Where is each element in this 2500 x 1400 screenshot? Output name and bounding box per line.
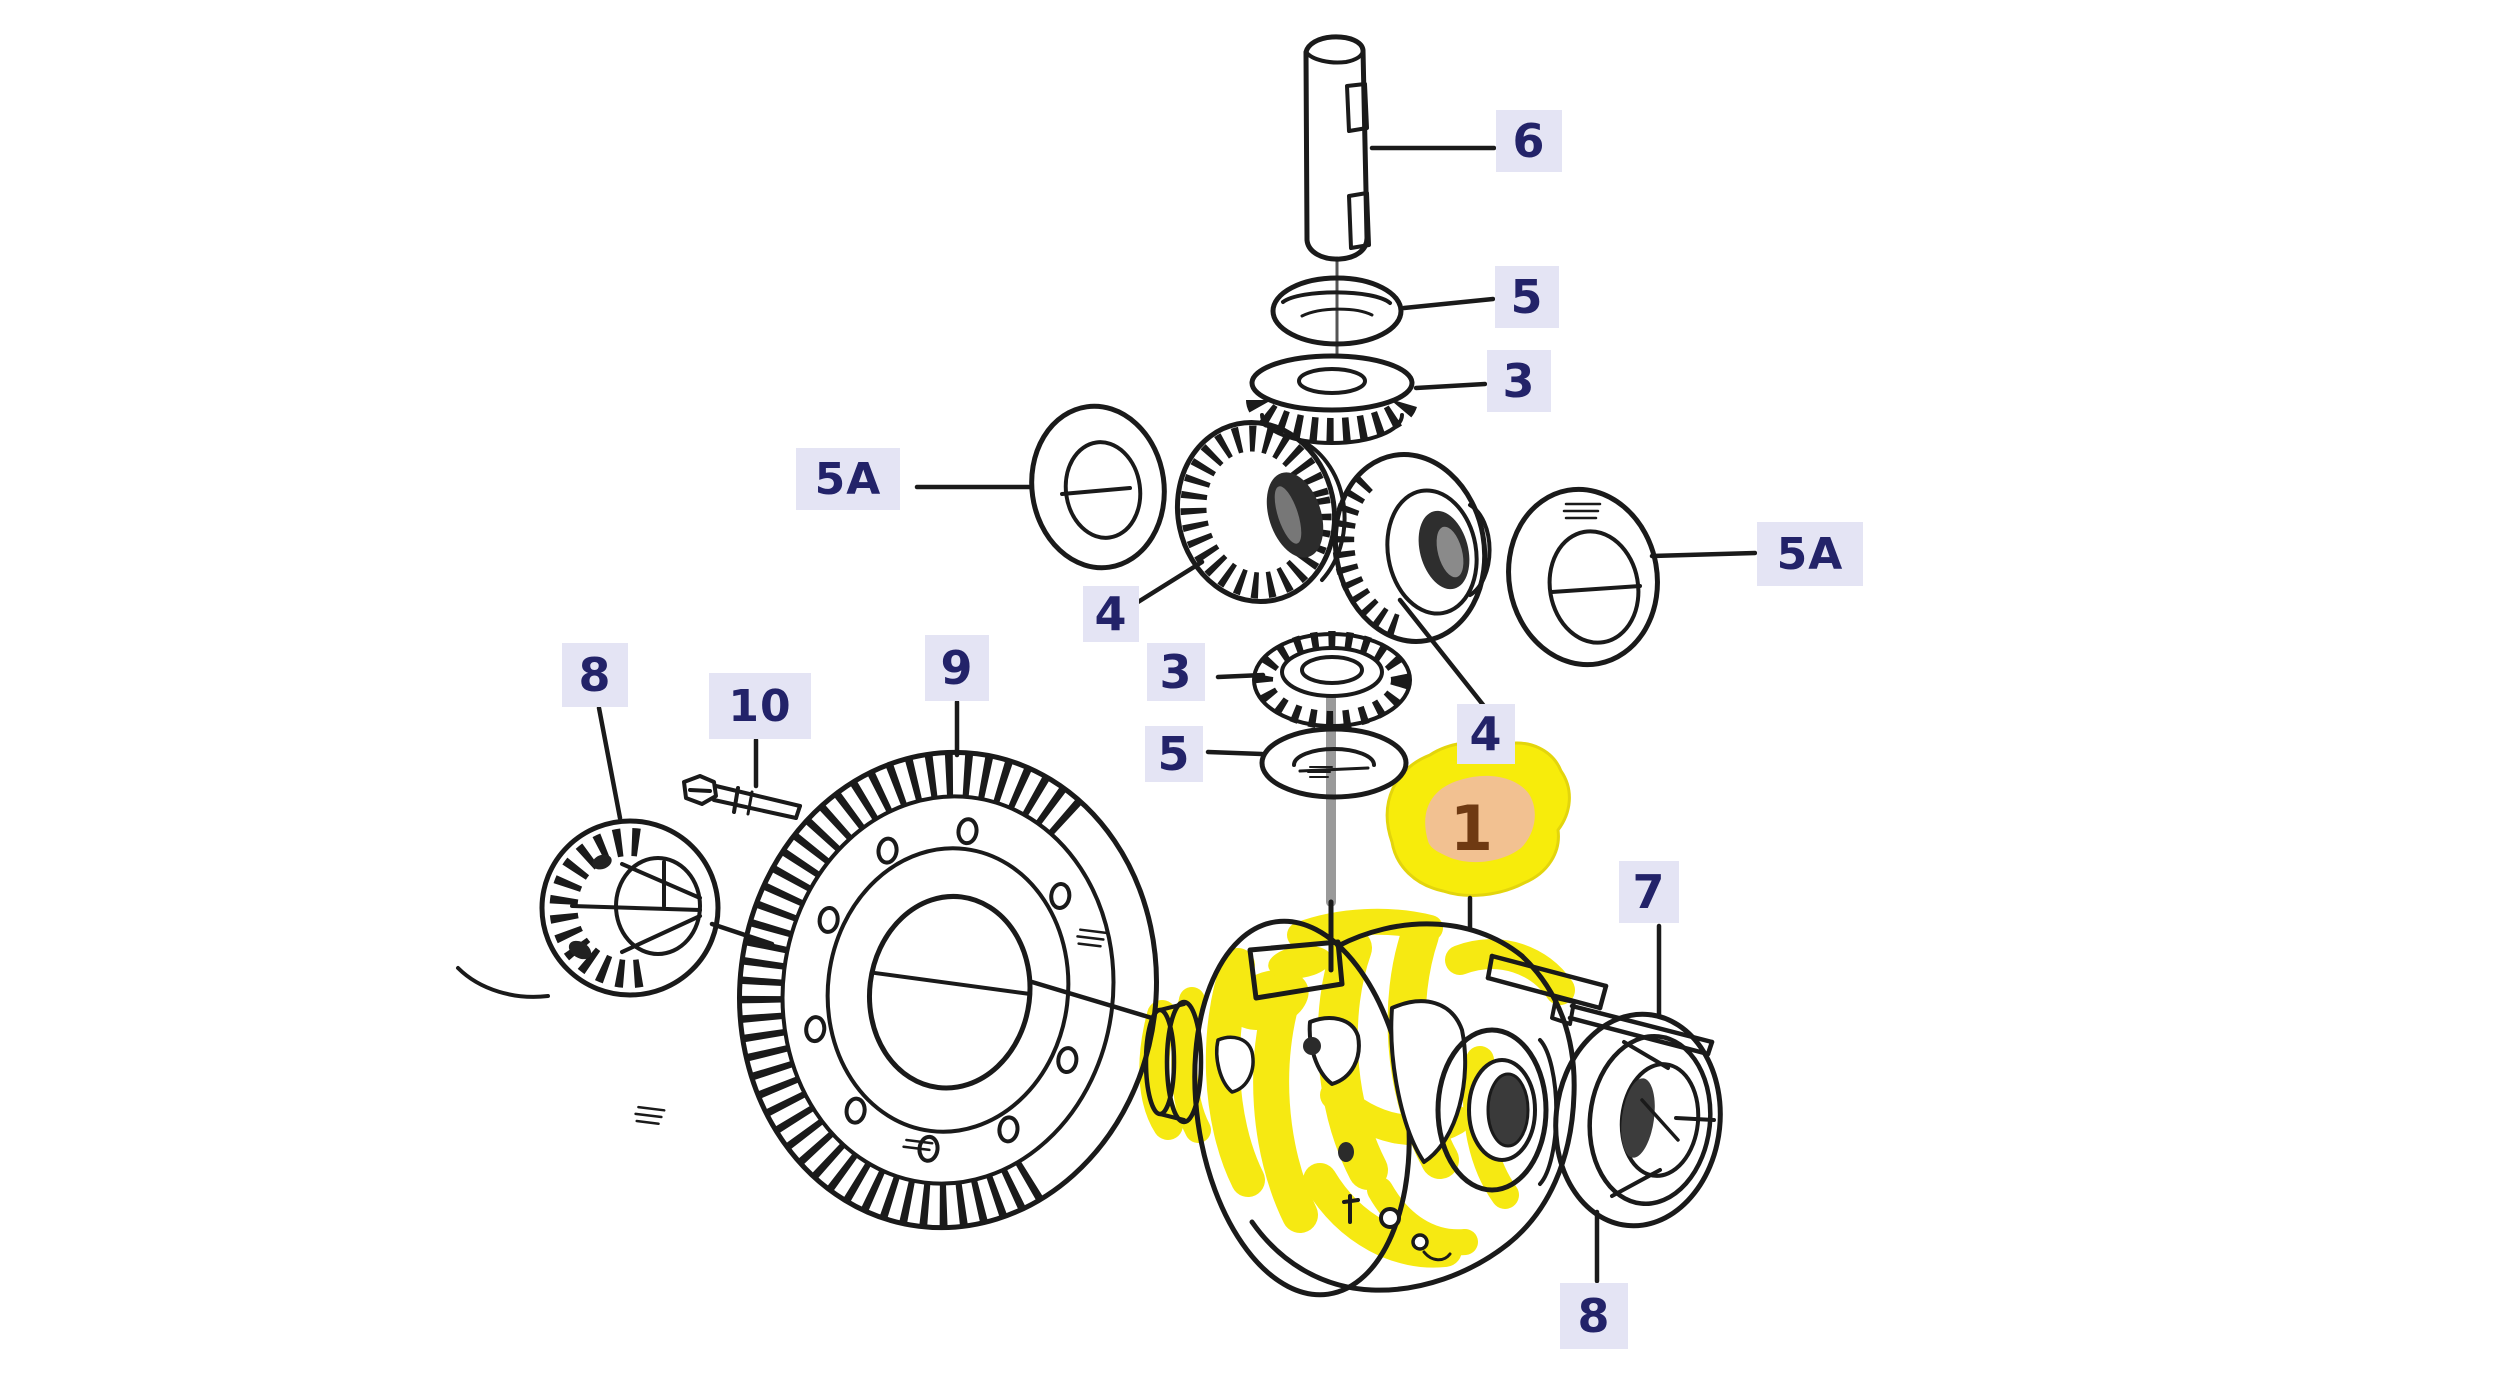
part-8-left-bearing-drawing — [456, 818, 721, 999]
leader-part-3-top — [1413, 381, 1488, 391]
part-3-upper-pinion-gear-drawing — [1246, 353, 1418, 445]
part-1-selected-blob[interactable] — [1385, 740, 1571, 897]
callout-part-1-highlighted[interactable]: 1 — [1449, 791, 1495, 865]
callout-part-5a-left[interactable]: 5A — [796, 448, 900, 510]
part-5-lower-washer-drawing — [1259, 726, 1409, 800]
part-5a-right-thrust-washer-drawing — [1506, 486, 1660, 668]
part-1-differential-case-drawing — [1143, 918, 1577, 1298]
leader-part-5-top — [1401, 296, 1496, 311]
leader-part-4-left — [1135, 559, 1205, 605]
callout-part-6[interactable]: 6 — [1496, 110, 1562, 172]
callout-part-5a-right[interactable]: 5A — [1757, 522, 1863, 586]
part-10-bolt-drawing — [682, 774, 802, 820]
callout-part-10[interactable]: 10 — [709, 673, 811, 739]
callout-part-5-top[interactable]: 5 — [1495, 266, 1559, 328]
callout-part-7[interactable]: 7 — [1619, 861, 1679, 923]
callout-part-3-top[interactable]: 3 — [1487, 350, 1551, 412]
leader-part-8-left — [596, 705, 623, 821]
part-4-left-side-gear-drawing — [1174, 419, 1347, 605]
callout-part-4-right[interactable]: 4 — [1457, 704, 1515, 764]
leader-lines — [596, 145, 1758, 1284]
leader-part-4-right — [1397, 597, 1487, 709]
part-3-lower-pinion-gear-drawing — [1252, 631, 1412, 729]
leader-part-5a-right — [1649, 550, 1758, 559]
callout-part-9[interactable]: 9 — [925, 635, 989, 701]
callout-part-8-bottom[interactable]: 8 — [1560, 1283, 1628, 1349]
callout-part-3-lower[interactable]: 3 — [1147, 643, 1205, 701]
leader-ring-gear-to-case — [1029, 979, 1155, 1021]
part-4-right-side-gear-drawing — [1332, 452, 1492, 644]
part-5-upper-washer-drawing — [1270, 275, 1404, 347]
leader-bearing-to-ring-gear — [709, 921, 775, 947]
callout-part-8-left[interactable]: 8 — [562, 643, 628, 707]
callout-part-5-lower[interactable]: 5 — [1145, 726, 1203, 782]
part-6-pinion-shaft-drawing — [1303, 34, 1371, 262]
leader-part-5-lower — [1205, 749, 1265, 757]
part-5a-left-thrust-washer-drawing — [1029, 403, 1167, 571]
callout-part-4-left[interactable]: 4 — [1083, 586, 1139, 642]
part-8-right-bearing-drawing — [1553, 1011, 1723, 1229]
